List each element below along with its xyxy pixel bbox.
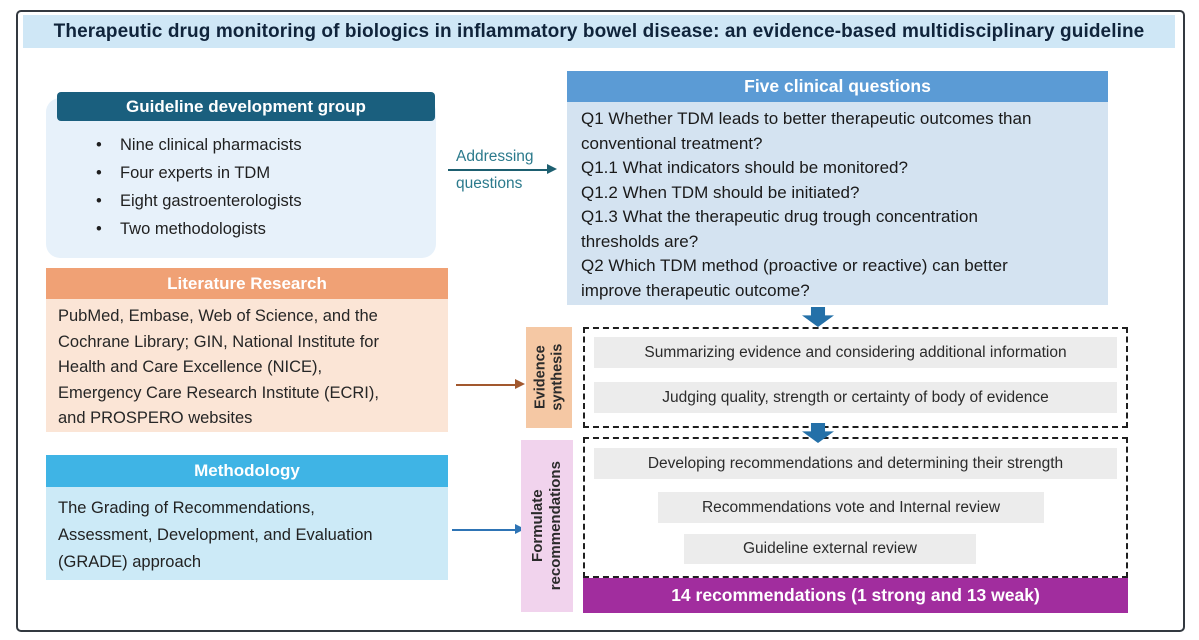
list-item-label: Nine clinical pharmacists	[120, 136, 302, 154]
evidence-label-line: Evidence	[531, 345, 548, 410]
bullet-icon: •	[96, 136, 102, 154]
methodology-line: The Grading of Recommendations,	[58, 499, 315, 517]
literature-line: PubMed, Embase, Web of Science, and the	[58, 307, 378, 325]
literature-header: Literature Research	[46, 268, 448, 299]
list-item-label: Four experts in TDM	[120, 164, 271, 182]
methodology-line: Assessment, Development, and Evaluation	[58, 526, 373, 544]
diagram-frame	[16, 10, 1185, 632]
guideline-group-box	[46, 98, 436, 258]
methodology-box: The Grading of Recommendations, Assessme…	[46, 487, 448, 580]
methodology-arrow-icon	[452, 524, 525, 535]
formulate-step: Developing recommendations and determini…	[594, 448, 1117, 479]
literature-line: and PROSPERO websites	[58, 409, 253, 427]
five-questions-box: Q1 Whether TDM leads to better therapeut…	[567, 102, 1108, 305]
addressing-questions-arrow-icon	[448, 164, 557, 175]
evidence-synthesis-label: Evidence synthesis	[526, 327, 572, 428]
recommendations-result-bar: 14 recommendations (1 strong and 13 weak…	[583, 578, 1128, 613]
bullet-icon: •	[96, 220, 102, 238]
literature-arrow-icon	[456, 379, 525, 390]
literature-line: Cochrane Library; GIN, National Institut…	[58, 332, 379, 351]
literature-line: Emergency Care Research Institute (ECRI)…	[58, 383, 379, 402]
question-line: Q2 Which TDM method (proactive or reacti…	[581, 256, 1008, 275]
methodology-header: Methodology	[46, 455, 448, 487]
evidence-step: Summarizing evidence and considering add…	[594, 337, 1117, 368]
addressing-questions-label-line1: Addressing	[456, 148, 534, 165]
formulate-step: Recommendations vote and Internal review	[658, 492, 1044, 523]
question-line: Q1.2 When TDM should be initiated?	[581, 182, 860, 202]
guideline-group-header: Guideline development group	[57, 92, 435, 121]
evidence-step: Judging quality, strength or certainty o…	[594, 382, 1117, 413]
diagram-title: Therapeutic drug monitoring of biologics…	[53, 20, 1145, 42]
list-item: • Eight gastroenterologists	[96, 187, 416, 215]
list-item: • Nine clinical pharmacists	[96, 131, 416, 159]
list-item-label: Eight gastroenterologists	[120, 192, 302, 210]
bullet-icon: •	[96, 164, 102, 182]
question-line: thresholds are?	[581, 231, 699, 251]
evidence-label-line: synthesis	[549, 344, 565, 411]
list-item-label: Two methodologists	[120, 220, 266, 238]
formulate-recommendations-label: Formulate recommendations	[521, 440, 573, 612]
addressing-questions-label-line2: questions	[456, 175, 523, 192]
formulate-step: Guideline external review	[684, 534, 976, 564]
question-line: Q1.1 What indicators should be monitored…	[581, 158, 908, 177]
list-item: • Two methodologists	[96, 215, 416, 243]
question-line: conventional treatment?	[581, 133, 763, 153]
guideline-group-list: • Nine clinical pharmacists • Four exper…	[96, 131, 416, 243]
question-line: Q1.3 What the therapeutic drug trough co…	[581, 207, 978, 226]
formulate-label-line: Formulate	[529, 489, 547, 563]
title-banner: Therapeutic drug monitoring of biologics…	[23, 15, 1175, 48]
list-item: • Four experts in TDM	[96, 159, 416, 187]
literature-line: Health and Care Excellence (NICE),	[58, 358, 323, 376]
formulate-label-line: recommendations	[547, 461, 565, 591]
literature-box: PubMed, Embase, Web of Science, and the …	[46, 299, 448, 432]
question-line: improve therapeutic outcome?	[581, 280, 810, 300]
bullet-icon: •	[96, 192, 102, 210]
methodology-line: (GRADE) approach	[58, 553, 202, 571]
five-questions-header: Five clinical questions	[567, 71, 1108, 102]
question-line: Q1 Whether TDM leads to better therapeut…	[581, 109, 1032, 128]
